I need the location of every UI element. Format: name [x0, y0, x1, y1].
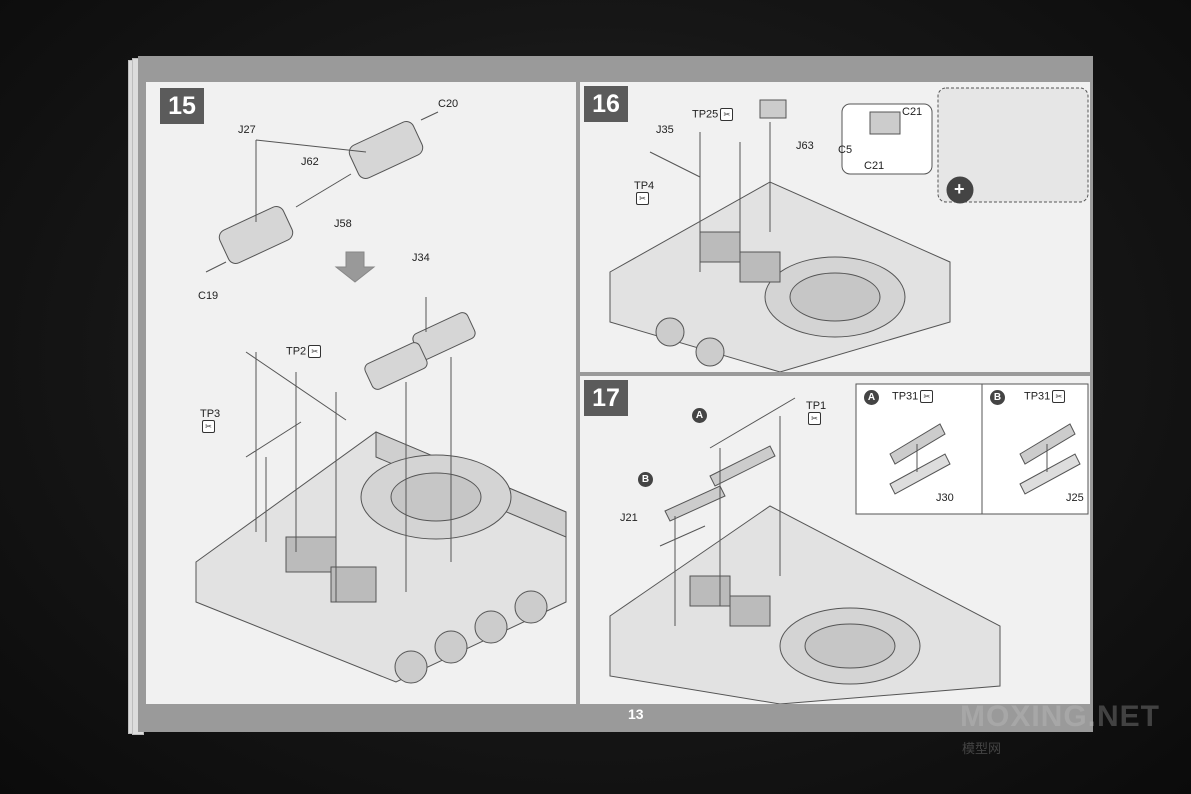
part-label-tp1: TP1✂	[806, 400, 826, 425]
thinned-plastic-icon: ✂	[202, 420, 215, 433]
part-label-c21-top: C21	[902, 106, 923, 118]
part-label-j35: J35	[656, 124, 674, 136]
step-15-drawing	[195, 111, 567, 684]
part-label-tp4: TP4✂	[634, 180, 654, 205]
tp3-text: TP3	[200, 408, 221, 420]
inset-a-tp31: TP31✂	[892, 390, 934, 403]
step-15-badge: 15	[160, 88, 204, 124]
step-16-drawing: +	[609, 87, 1089, 372]
part-label-c19: C19	[198, 290, 219, 302]
thinned-plastic-icon: ✂	[1052, 390, 1066, 403]
part-label-c5: C5	[838, 144, 853, 156]
part-label-j27: J27	[238, 124, 256, 136]
tp1-text: TP1	[806, 400, 827, 412]
instruction-booklet: 15 C20 J27 J62 J58 C19 J34 TP2✂ TP3✂	[128, 56, 1095, 735]
inset-b-tp31-text: TP31	[1024, 390, 1051, 403]
inset-b-tp31: TP31✂	[1024, 390, 1066, 403]
step-17-panel: 17 A TP1✂ B J21 A TP31✂ J30 B TP31✂ J25	[580, 376, 1090, 704]
part-label-j34: J34	[412, 252, 430, 264]
tp25-text: TP25	[692, 108, 719, 121]
inset-b-j25: J25	[1066, 492, 1084, 504]
watermark-logo: MOXING.NET	[960, 700, 1161, 733]
step-16-panel: + 16 TP25✂ J35 TP4✂ J63 C21 C5 C21	[580, 82, 1090, 372]
part-label-c21-bottom: C21	[864, 160, 885, 172]
thinned-plastic-icon: ✂	[636, 192, 649, 205]
thinned-plastic-icon: ✂	[808, 412, 821, 425]
thinned-plastic-icon: ✂	[720, 108, 734, 121]
part-label-j21: J21	[620, 512, 638, 524]
sheet-frame: 15 C20 J27 J62 J58 C19 J34 TP2✂ TP3✂	[138, 56, 1093, 732]
part-label-j63: J63	[796, 140, 814, 152]
inset-a-tp31-text: TP31	[892, 390, 919, 403]
step-17-drawing	[609, 383, 1089, 704]
part-label-j58: J58	[334, 218, 352, 230]
tp4-text: TP4	[634, 180, 655, 192]
part-label-j62: J62	[301, 156, 319, 168]
inset-a-marker: A	[864, 390, 879, 405]
inset-b-marker: B	[990, 390, 1005, 405]
step-15-panel: 15 C20 J27 J62 J58 C19 J34 TP2✂ TP3✂	[146, 82, 576, 704]
part-label-tp3: TP3✂	[200, 408, 220, 433]
option-b-marker: B	[638, 472, 653, 487]
svg-text:+: +	[954, 179, 965, 199]
page-number: 13	[628, 706, 644, 722]
tp2-text: TP2	[286, 345, 307, 358]
option-a-marker: A	[692, 408, 707, 423]
watermark-sub: 模型网	[962, 741, 1002, 756]
thinned-plastic-icon: ✂	[308, 345, 322, 358]
part-label-tp2: TP2✂	[286, 345, 322, 358]
thinned-plastic-icon: ✂	[920, 390, 934, 403]
step-17-badge: 17	[584, 380, 628, 416]
inset-a-j30: J30	[936, 492, 954, 504]
step-16-badge: 16	[584, 86, 628, 122]
part-label-c20: C20	[438, 98, 459, 110]
part-label-tp25: TP25✂	[692, 108, 734, 121]
